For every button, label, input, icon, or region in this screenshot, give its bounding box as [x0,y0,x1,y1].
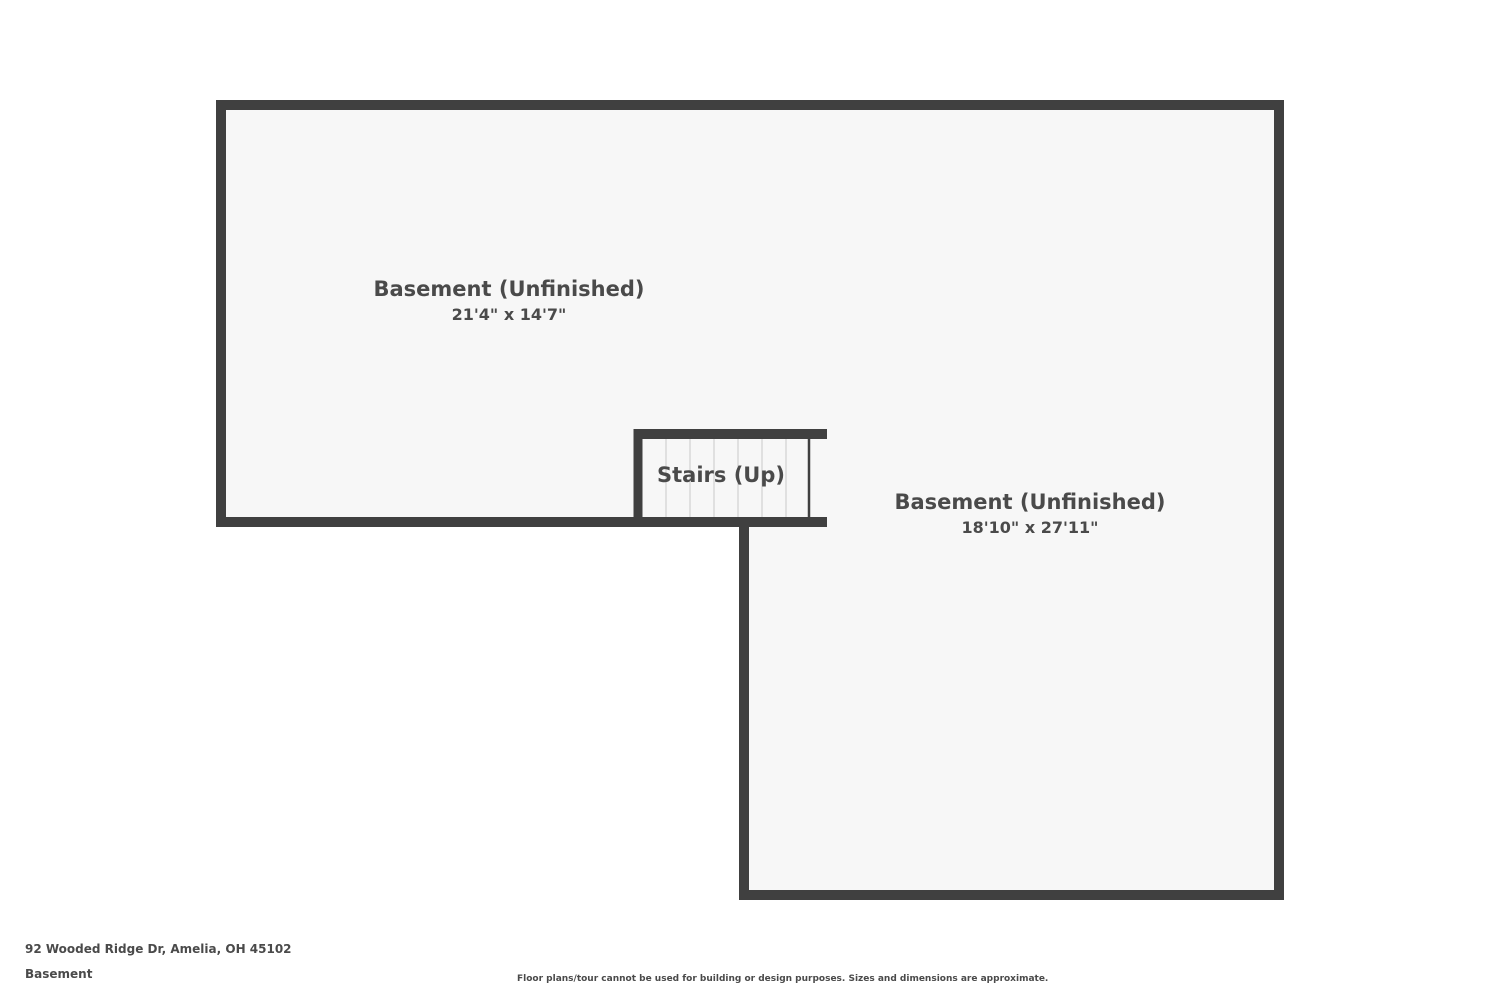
stairs-enclosure [633,429,827,527]
floor-level-label: Basement [25,967,93,981]
room-dimensions-basement-north: 21'4" x 14'7" [452,305,567,324]
disclaimer-text: Floor plans/tour cannot be used for buil… [517,974,1049,984]
room-name-basement-north: Basement (Unfinished) [374,277,645,301]
room-name-basement-south: Basement (Unfinished) [895,490,1166,514]
stair-treads [665,439,787,517]
room-dimensions-basement-south: 18'10" x 27'11" [962,518,1099,537]
floor-area [221,105,1279,895]
property-address: 92 Wooded Ridge Dr, Amelia, OH 45102 [25,942,292,956]
exterior-wall [216,100,1284,900]
room-name-stairs: Stairs (Up) [657,463,785,487]
